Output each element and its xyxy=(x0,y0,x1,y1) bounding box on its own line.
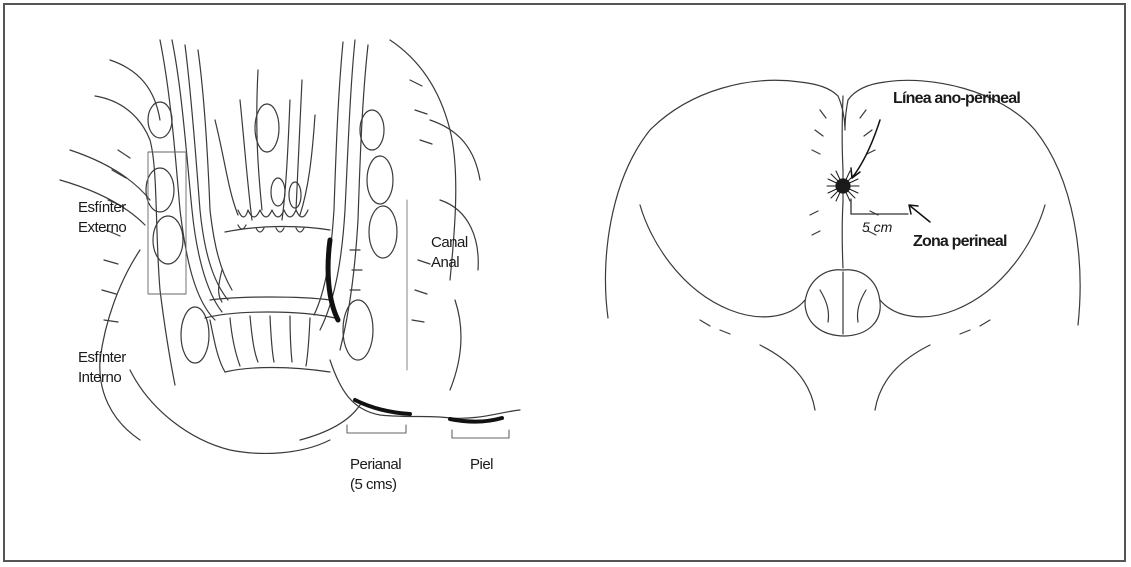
skin-label: Piel xyxy=(470,455,493,475)
anoperineal-arrow xyxy=(852,120,880,178)
distance-bracket xyxy=(851,199,908,214)
external-sphincter-label: Esfínter Externo xyxy=(78,198,126,239)
perineal-view xyxy=(605,80,1080,410)
distance-label: 5 cm xyxy=(862,218,892,237)
perianal-skin-mark xyxy=(355,400,410,414)
perianal-label: Perianal (5 cms) xyxy=(350,455,401,496)
anal-canal-label: Canal Anal xyxy=(431,233,468,274)
perineal-zone-label: Zona perineal xyxy=(913,231,1007,253)
perianal-bracket xyxy=(347,425,406,433)
skin-mark xyxy=(450,418,502,422)
skin-bracket xyxy=(452,430,509,438)
internal-sphincter-label: Esfínter Interno xyxy=(78,348,126,389)
external-sphincter-box xyxy=(148,152,186,294)
perineal-zone-arrow xyxy=(909,205,930,222)
anoperineal-line-label: Línea ano-perineal xyxy=(893,88,1020,110)
